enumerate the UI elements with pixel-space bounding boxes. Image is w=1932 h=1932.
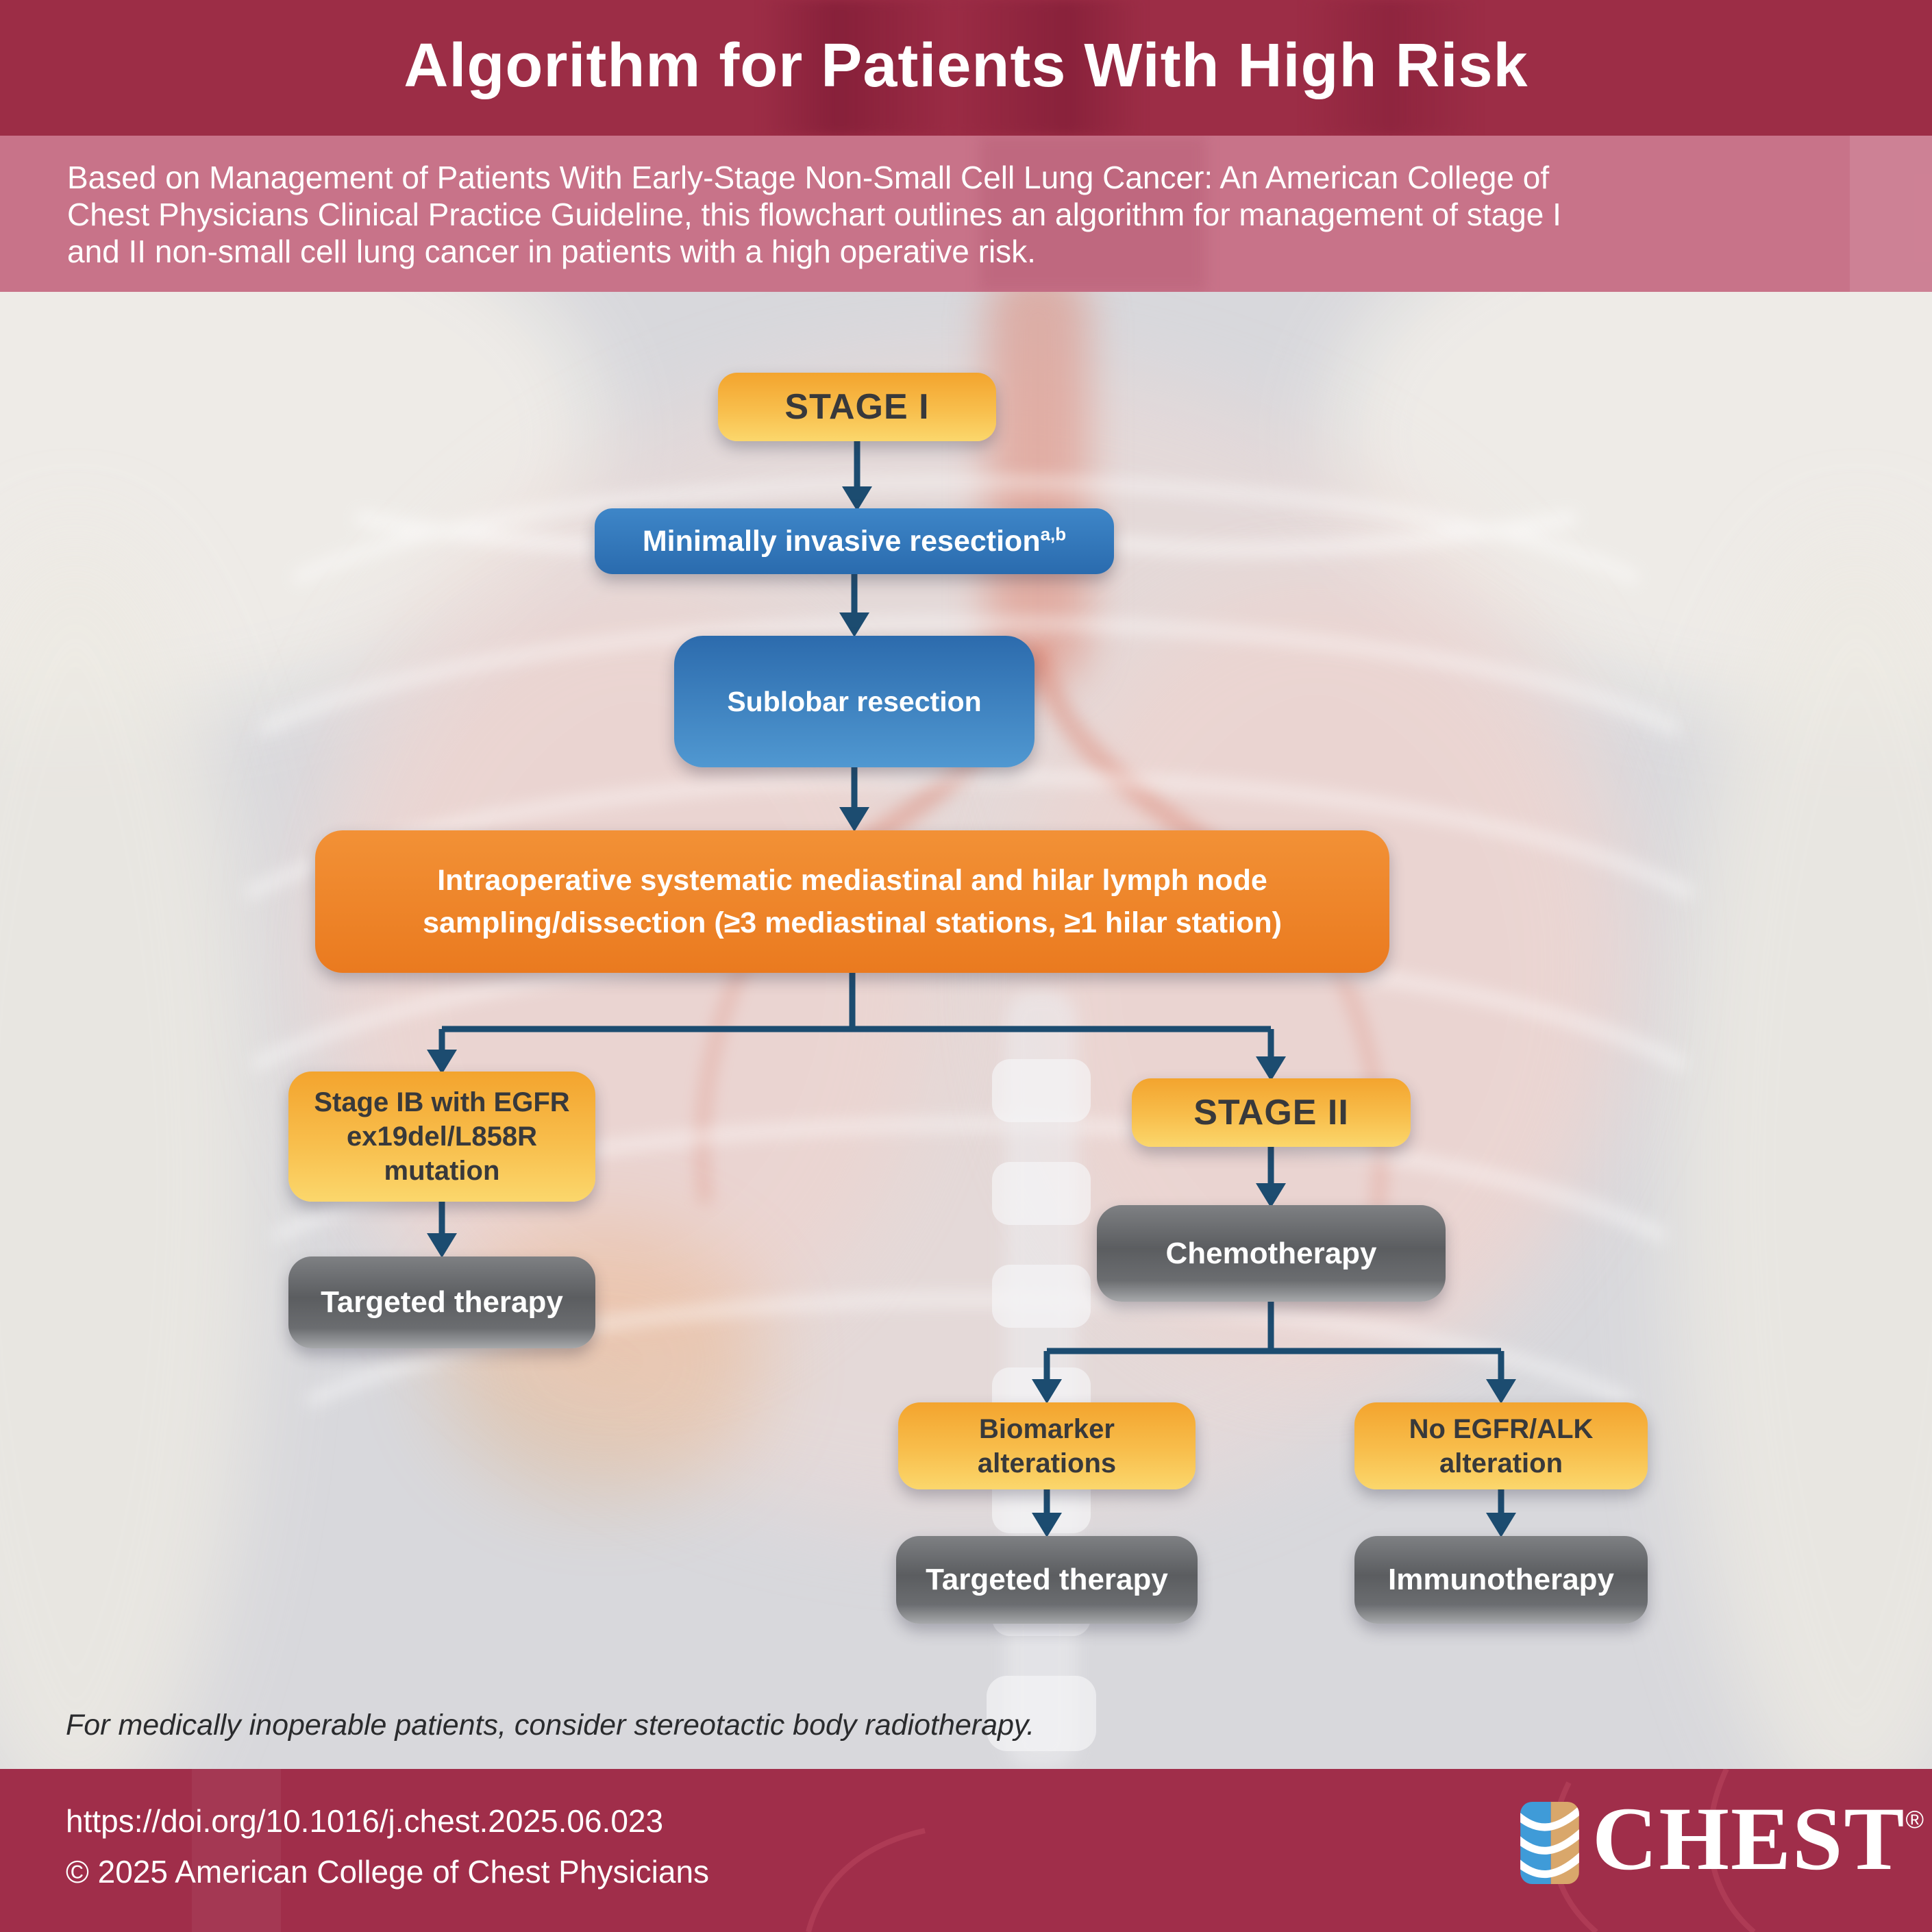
page-title: Algorithm for Patients With High Risk: [404, 31, 1528, 100]
targeted-therapy-left-node: Targeted therapy: [288, 1256, 595, 1348]
stage-ib-egfr-label: Stage IB with EGFR ex19del/L858R mutatio…: [314, 1087, 570, 1186]
intro-line: Based on Management of Patients With Ear…: [67, 160, 1550, 195]
chest-wordmark: CHEST: [1592, 1788, 1906, 1889]
subtitle-band-shade: [980, 136, 1206, 292]
immunotherapy-label: Immunotherapy: [1387, 1563, 1615, 1596]
copyright-text: © 2025 American College of Chest Physici…: [66, 1854, 710, 1890]
footer-text-block: https://doi.org/10.1016/j.chest.2025.06.…: [66, 1803, 709, 1890]
doi-link[interactable]: https://doi.org/10.1016/j.chest.2025.06.…: [66, 1803, 664, 1839]
targeted-therapy-label: Targeted therapy: [321, 1285, 563, 1319]
stage-ii-label: STAGE II: [1193, 1093, 1349, 1132]
minimally-invasive-resection-node: Minimally invasive resectiona,b: [595, 508, 1114, 574]
immunotherapy-node: Immunotherapy: [1354, 1536, 1648, 1624]
header-curtain-shape: [760, 0, 1144, 136]
minimally-invasive-label: Minimally invasive resectiona,b: [642, 523, 1067, 558]
header-curtain-shape: [1302, 0, 1480, 136]
stage-ib-egfr-node: Stage IB with EGFR ex19del/L858R mutatio…: [288, 1072, 595, 1202]
stage-i-label: STAGE I: [784, 387, 930, 427]
registered-mark: ®: [1905, 1805, 1924, 1833]
biomarker-alterations-node: Biomarker alterations: [898, 1402, 1196, 1489]
intro-line: Chest Physicians Clinical Practice Guide…: [67, 197, 1561, 232]
no-egfr-alk-node: No EGFR/ALK alteration: [1354, 1402, 1648, 1489]
intro-paragraph: Based on Management of Patients With Ear…: [67, 159, 1561, 270]
chest-logo: CHEST ®: [1520, 1794, 1924, 1884]
chemotherapy-label: Chemotherapy: [1165, 1236, 1377, 1270]
footer-decorative-art: [192, 1769, 1756, 1932]
stage-ii-node: STAGE II: [1132, 1078, 1411, 1147]
intro-line: and II non-small cell lung cancer in pat…: [67, 234, 1036, 269]
subtitle-band-highlight: [1850, 136, 1932, 292]
inoperable-patients-footnote: For medically inoperable patients, consi…: [66, 1709, 1035, 1742]
sublobar-resection-node: Sublobar resection: [674, 636, 1035, 767]
sublobar-resection-label: Sublobar resection: [727, 685, 982, 717]
lymph-node-sampling-node: Intraoperative systematic mediastinal an…: [315, 830, 1389, 973]
biomarker-alterations-label: Biomarker alterations: [977, 1413, 1117, 1478]
subtitle-band: Based on Management of Patients With Ear…: [0, 136, 1932, 292]
stage-i-node: STAGE I: [718, 373, 996, 441]
header-band: Algorithm for Patients With High Risk: [0, 0, 1932, 136]
footnote-marker: a,b: [1040, 523, 1067, 545]
chest-logo-icon: [1520, 1802, 1579, 1884]
footer-band: https://doi.org/10.1016/j.chest.2025.06.…: [0, 1769, 1932, 1932]
chemotherapy-node: Chemotherapy: [1097, 1205, 1446, 1302]
targeted-therapy-right-node: Targeted therapy: [896, 1536, 1198, 1624]
lymph-node-sampling-label: Intraoperative systematic mediastinal an…: [423, 864, 1282, 939]
targeted-therapy-label: Targeted therapy: [926, 1563, 1168, 1596]
no-egfr-alk-label: No EGFR/ALK alteration: [1409, 1413, 1594, 1478]
